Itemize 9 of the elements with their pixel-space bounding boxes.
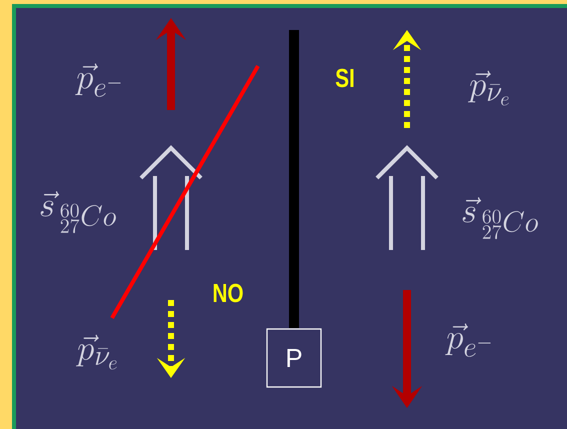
formula-label: $\vec{p}_{\bar{\nu}_e}$: [468, 70, 509, 106]
formula-label: $\vec{p}_{e^-}$: [445, 324, 491, 357]
formula-label: $\vec{p}_{\bar{\nu}_e}$: [76, 334, 117, 370]
formula-label: $\vec{s}_{\,{}^{60}_{27}Co}$: [40, 191, 116, 234]
formula-label: $\vec{s}_{\,{}^{60}_{27}Co}$: [462, 197, 538, 240]
mirror-box: P: [266, 328, 322, 388]
verdict-label: SI: [336, 68, 354, 88]
verdict-label: NO: [214, 284, 243, 302]
formula-label: $\vec{p}_{e^-}$: [75, 64, 121, 97]
